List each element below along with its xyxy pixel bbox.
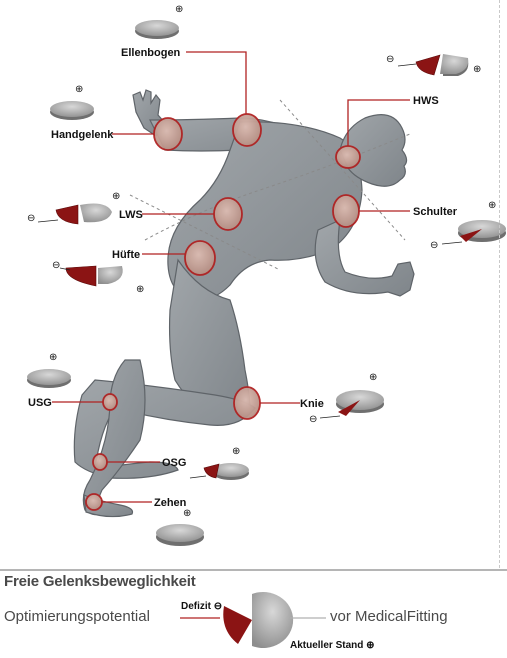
axis-lines xyxy=(129,99,411,271)
plus-icon: ⊕ xyxy=(75,84,83,95)
joint-handgelenk[interactable] xyxy=(153,117,183,151)
label-hws: HWS xyxy=(413,95,439,107)
legend-subtitle: Optimierungspotential xyxy=(4,608,150,625)
plus-icon: ⊕ xyxy=(473,64,481,75)
indicator-hws: ⊖ ⊕ xyxy=(386,54,481,76)
joint-ellenbogen[interactable] xyxy=(232,113,262,147)
minus-icon: ⊖ xyxy=(386,54,394,65)
minus-icon: ⊖ xyxy=(430,240,438,251)
minus-icon: ⊖ xyxy=(309,414,317,425)
label-handgelenk: Handgelenk xyxy=(51,129,114,141)
indicator-lws: ⊖ ⊕ xyxy=(27,191,120,225)
plus-icon: ⊕ xyxy=(232,446,240,457)
label-huefte: Hüfte xyxy=(112,249,140,261)
joint-knie[interactable] xyxy=(233,386,261,420)
minus-icon: ⊖ xyxy=(52,260,60,271)
joint-usg[interactable] xyxy=(102,393,118,411)
label-ellenbogen: Ellenbogen xyxy=(121,47,181,59)
page-divider-vertical xyxy=(499,0,501,568)
plus-icon: ⊕ xyxy=(369,372,377,383)
joint-huefte[interactable] xyxy=(184,240,216,276)
joint-schulter[interactable] xyxy=(332,194,360,228)
label-zehen: Zehen xyxy=(154,497,187,509)
plus-icon: ⊕ xyxy=(112,191,120,202)
label-schulter: Schulter xyxy=(413,206,458,218)
right-arm xyxy=(314,219,415,297)
human-figure xyxy=(73,89,415,518)
legend-before-label: vor MedicalFitting xyxy=(330,608,448,625)
legend-graphic xyxy=(180,592,326,649)
label-osg: OSG xyxy=(162,457,186,469)
indicator-schulter: ⊖ ⊕ xyxy=(430,200,506,251)
joints xyxy=(85,113,361,511)
indicator-usg: ⊕ xyxy=(27,352,71,388)
indicator-ellenbogen: ⊕ xyxy=(135,4,183,39)
indicator-knie: ⊖ ⊕ xyxy=(309,372,384,425)
head xyxy=(339,114,408,187)
plus-icon: ⊕ xyxy=(49,352,57,363)
indicator-huefte: ⊖ ⊕ xyxy=(52,260,144,295)
plus-icon: ⊕ xyxy=(183,508,191,519)
legend-title: Freie Gelenksbeweglichkeit xyxy=(4,573,196,590)
joint-labels: Ellenbogen Handgelenk HWS LWS Schulter H… xyxy=(28,47,458,509)
joint-lws[interactable] xyxy=(213,197,243,231)
plus-icon: ⊕ xyxy=(488,200,496,211)
joint-hws[interactable] xyxy=(335,145,361,169)
legend-current-label: Aktueller Stand ⊕ xyxy=(290,640,375,651)
label-knie: Knie xyxy=(300,398,324,410)
legend-deficit-label: Defizit ⊖ xyxy=(181,601,223,612)
joint-zehen[interactable] xyxy=(85,493,103,511)
joint-osg[interactable] xyxy=(92,453,108,471)
legend-divider xyxy=(0,569,507,571)
plus-icon: ⊕ xyxy=(175,4,183,15)
minus-icon: ⊖ xyxy=(27,213,35,224)
leader-lines xyxy=(52,51,410,503)
label-lws: LWS xyxy=(119,209,143,221)
indicator-osg: ⊕ xyxy=(189,446,249,480)
plus-icon: ⊕ xyxy=(136,284,144,295)
indicator-handgelenk: ⊕ xyxy=(50,84,94,120)
label-usg: USG xyxy=(28,397,52,409)
indicator-zehen: ⊕ xyxy=(156,508,204,546)
